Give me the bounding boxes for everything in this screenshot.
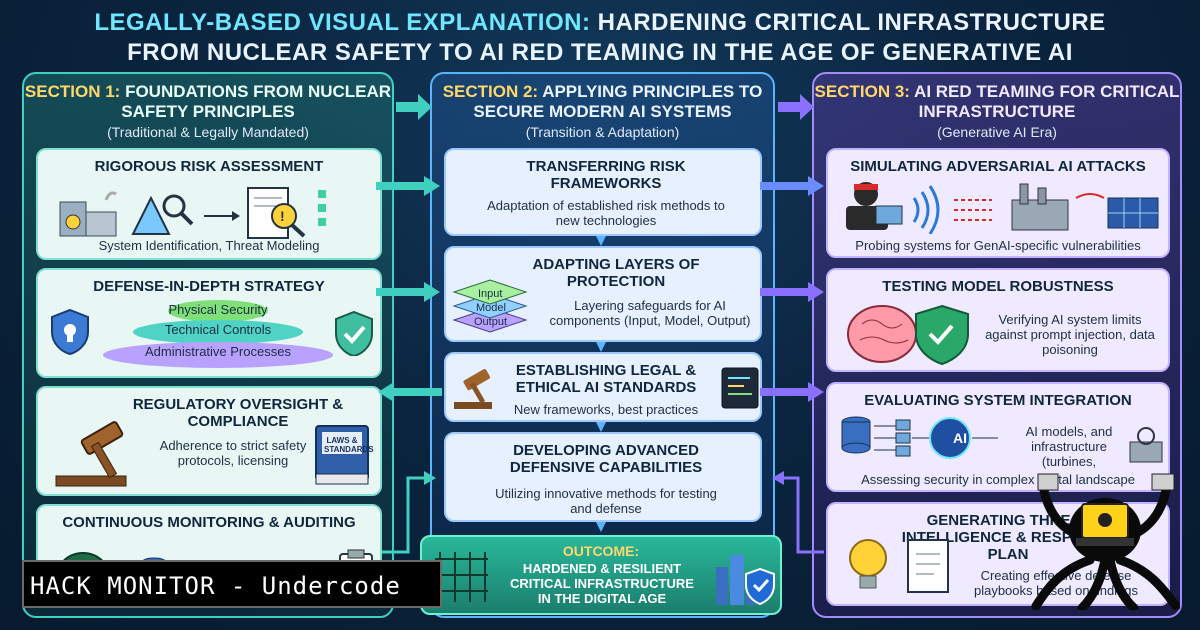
section-2-subtitle: (Transition & Adaptation) bbox=[525, 124, 680, 140]
card-title: EVALUATING SYSTEM INTEGRATION bbox=[864, 392, 1132, 409]
card-text: AI models, and infrastructure (turbines, bbox=[1025, 424, 1113, 469]
card-defensive-capabilities: DEVELOPING ADVANCED DEFENSIVE CAPABILITI… bbox=[444, 432, 762, 522]
shield-check-icon bbox=[335, 310, 373, 356]
card-title: RIGOROUS RISK ASSESSMENT bbox=[94, 158, 324, 175]
card-system-integration: EVALUATING SYSTEM INTEGRATION AI AI mode… bbox=[826, 382, 1170, 492]
card-title: ADAPTING LAYERS OF PROTECTION bbox=[532, 256, 700, 290]
attack-simulation-icon bbox=[846, 182, 1159, 234]
arrow-risk-to-transfer bbox=[376, 176, 440, 196]
section-3-header: SECTION 3: AI RED TEAMING FOR CRITICAL I… bbox=[814, 82, 1180, 122]
card-adapting-layers: ADAPTING LAYERS OF PROTECTION Input Mode… bbox=[444, 246, 762, 342]
arrow-down-2 bbox=[596, 342, 606, 352]
turbine-icon bbox=[1129, 427, 1163, 463]
outcome-box: OUTCOME: HARDENED & RESILIENT CRITICAL I… bbox=[420, 535, 782, 615]
stack-input-label: Input bbox=[478, 288, 503, 300]
card-title: DEFENSE-IN-DEPTH STRATEGY bbox=[93, 278, 325, 295]
card-text: System Identification, Threat Modeling bbox=[98, 238, 320, 253]
card-title: SIMULATING ADVERSARIAL AI ATTACKS bbox=[850, 158, 1146, 175]
card-text: Verifying AI system limits against promp… bbox=[985, 312, 1155, 357]
card-adversarial-attacks: SIMULATING ADVERSARIAL AI ATTACKS Probin… bbox=[826, 148, 1170, 258]
arrow-standards-to-regulatory bbox=[378, 382, 442, 402]
gavel-icon bbox=[454, 369, 492, 409]
card-text: New frameworks, best practices bbox=[513, 402, 699, 417]
card-title: ESTABLISHING LEGAL & ETHICAL AI STANDARD… bbox=[515, 362, 697, 396]
arrow-defense-to-layers bbox=[376, 282, 440, 302]
card-text: Adaptation of established risk methods t… bbox=[487, 198, 725, 228]
section-2-number: SECTION 2: bbox=[442, 82, 539, 101]
card-title: TESTING MODEL ROBUSTNESS bbox=[882, 278, 1114, 295]
section-3-number: SECTION 3: bbox=[814, 82, 910, 101]
arrow-monitoring-to-defensive bbox=[382, 471, 436, 554]
arrow-down-3 bbox=[596, 422, 606, 432]
card-title: GENERATING THREAT INTELLIGENCE & RESPONS… bbox=[901, 512, 1115, 563]
arrow-threat-to-defensive bbox=[772, 471, 824, 554]
card-model-robustness: TESTING MODEL ROBUSTNESS Verifying AI sy… bbox=[826, 268, 1170, 372]
section-1-subtitle: (Traditional & Legally Mandated) bbox=[107, 124, 309, 140]
arrow-down-4 bbox=[596, 522, 606, 532]
law-book-icon bbox=[315, 425, 369, 485]
arrow-transfer-to-simulate bbox=[760, 176, 824, 196]
section-1-title: FOUNDATIONS FROM NUCLEAR SAFETY PRINCIPL… bbox=[121, 82, 392, 121]
shield-lock-icon bbox=[51, 308, 89, 356]
arrow-s2-s3-top bbox=[778, 94, 814, 120]
arrow-layers-to-robustness bbox=[760, 282, 824, 302]
octopus-robot-mascot bbox=[1031, 473, 1180, 610]
section-3-title: AI RED TEAMING FOR CRITICAL INFRASTRUCTU… bbox=[914, 82, 1180, 121]
title-highlight: LEGALLY-BASED VISUAL EXPLANATION: bbox=[94, 9, 591, 36]
outcome-text: HARDENED & RESILIENT CRITICAL INFRASTRUC… bbox=[510, 561, 694, 606]
watermark-bar: HACK MONITOR - Undercode bbox=[22, 560, 442, 608]
card-regulatory-oversight: REGULATORY OVERSIGHT & COMPLIANCE Adhere… bbox=[36, 386, 382, 496]
card-title: DEVELOPING ADVANCED DEFENSIVE CAPABILITI… bbox=[509, 442, 703, 476]
card-legal-ethical-standards: ESTABLISHING LEGAL & ETHICAL AI STANDARD… bbox=[444, 352, 762, 422]
card-text: Probing systems for GenAI-specific vulne… bbox=[855, 238, 1141, 253]
section-1-number: SECTION 1: bbox=[24, 82, 121, 101]
arrow-standards-to-integration bbox=[760, 382, 824, 402]
ai-chip-label: AI bbox=[953, 430, 967, 446]
arrow-s1-s2-top bbox=[396, 94, 432, 120]
card-risk-assessment: RIGOROUS RISK ASSESSMENT ! System Identi… bbox=[36, 148, 382, 260]
card-text: Adherence to strict safety protocols, li… bbox=[159, 438, 307, 468]
section-2-title: APPLYING PRINCIPLES TO SECURE MODERN AI … bbox=[473, 82, 763, 121]
layer-physical-security: Physical Security bbox=[168, 300, 268, 322]
layer-technical-controls: Technical Controls bbox=[133, 320, 303, 344]
nuclear-plant-analysis-icon: ! bbox=[59, 187, 326, 239]
outcome-label: OUTCOME: bbox=[562, 543, 640, 559]
layer-stack-icon bbox=[452, 279, 528, 333]
book-label: LAWS & STANDARDS bbox=[324, 436, 374, 454]
stack-model-label: Model bbox=[476, 302, 506, 314]
card-text-secondary: Assessing security in complex digital la… bbox=[861, 472, 1135, 487]
arrow-down-1 bbox=[596, 236, 606, 246]
section-1-header: SECTION 1: FOUNDATIONS FROM NUCLEAR SAFE… bbox=[24, 82, 392, 122]
brain-shield-icon bbox=[847, 304, 969, 366]
title-line1-rest: HARDENING CRITICAL INFRASTRUCTURE bbox=[597, 9, 1106, 36]
watermark-text: HACK MONITOR - Undercode bbox=[30, 572, 401, 600]
gavel-icon bbox=[55, 421, 127, 487]
card-defense-in-depth: DEFENSE-IN-DEPTH STRATEGY Physical Secur… bbox=[36, 268, 382, 378]
svg-text:!: ! bbox=[280, 208, 285, 224]
section-1-panel: SECTION 1: FOUNDATIONS FROM NUCLEAR SAFE… bbox=[22, 72, 394, 618]
card-transferring-risk: TRANSFERRING RISK FRAMEWORKS Adaptation … bbox=[444, 148, 762, 236]
layer-administrative-processes: Administrative Processes bbox=[103, 342, 333, 368]
card-text: Utilizing innovative methods for testing… bbox=[495, 486, 717, 516]
integration-diagram-icon bbox=[841, 416, 998, 459]
card-title: REGULATORY OVERSIGHT & COMPLIANCE bbox=[132, 396, 344, 430]
card-text: Layering safeguards for AI components (I… bbox=[549, 298, 751, 328]
city-shield-icon bbox=[716, 555, 775, 606]
title-line2: FROM NUCLEAR SAFETY TO AI RED TEAMING IN… bbox=[127, 39, 1073, 66]
code-window-icon bbox=[721, 367, 759, 409]
section-3-subtitle: (Generative AI Era) bbox=[937, 124, 1057, 140]
card-title: CONTINUOUS MONITORING & AUDITING bbox=[62, 514, 356, 531]
idea-document-icon bbox=[849, 539, 949, 593]
stack-output-label: Output bbox=[474, 316, 508, 328]
page-title: LEGALLY-BASED VISUAL EXPLANATION: HARDEN… bbox=[0, 8, 1200, 68]
card-title: TRANSFERRING RISK FRAMEWORKS bbox=[526, 158, 686, 192]
section-2-header: SECTION 2: APPLYING PRINCIPLES TO SECURE… bbox=[432, 82, 773, 122]
